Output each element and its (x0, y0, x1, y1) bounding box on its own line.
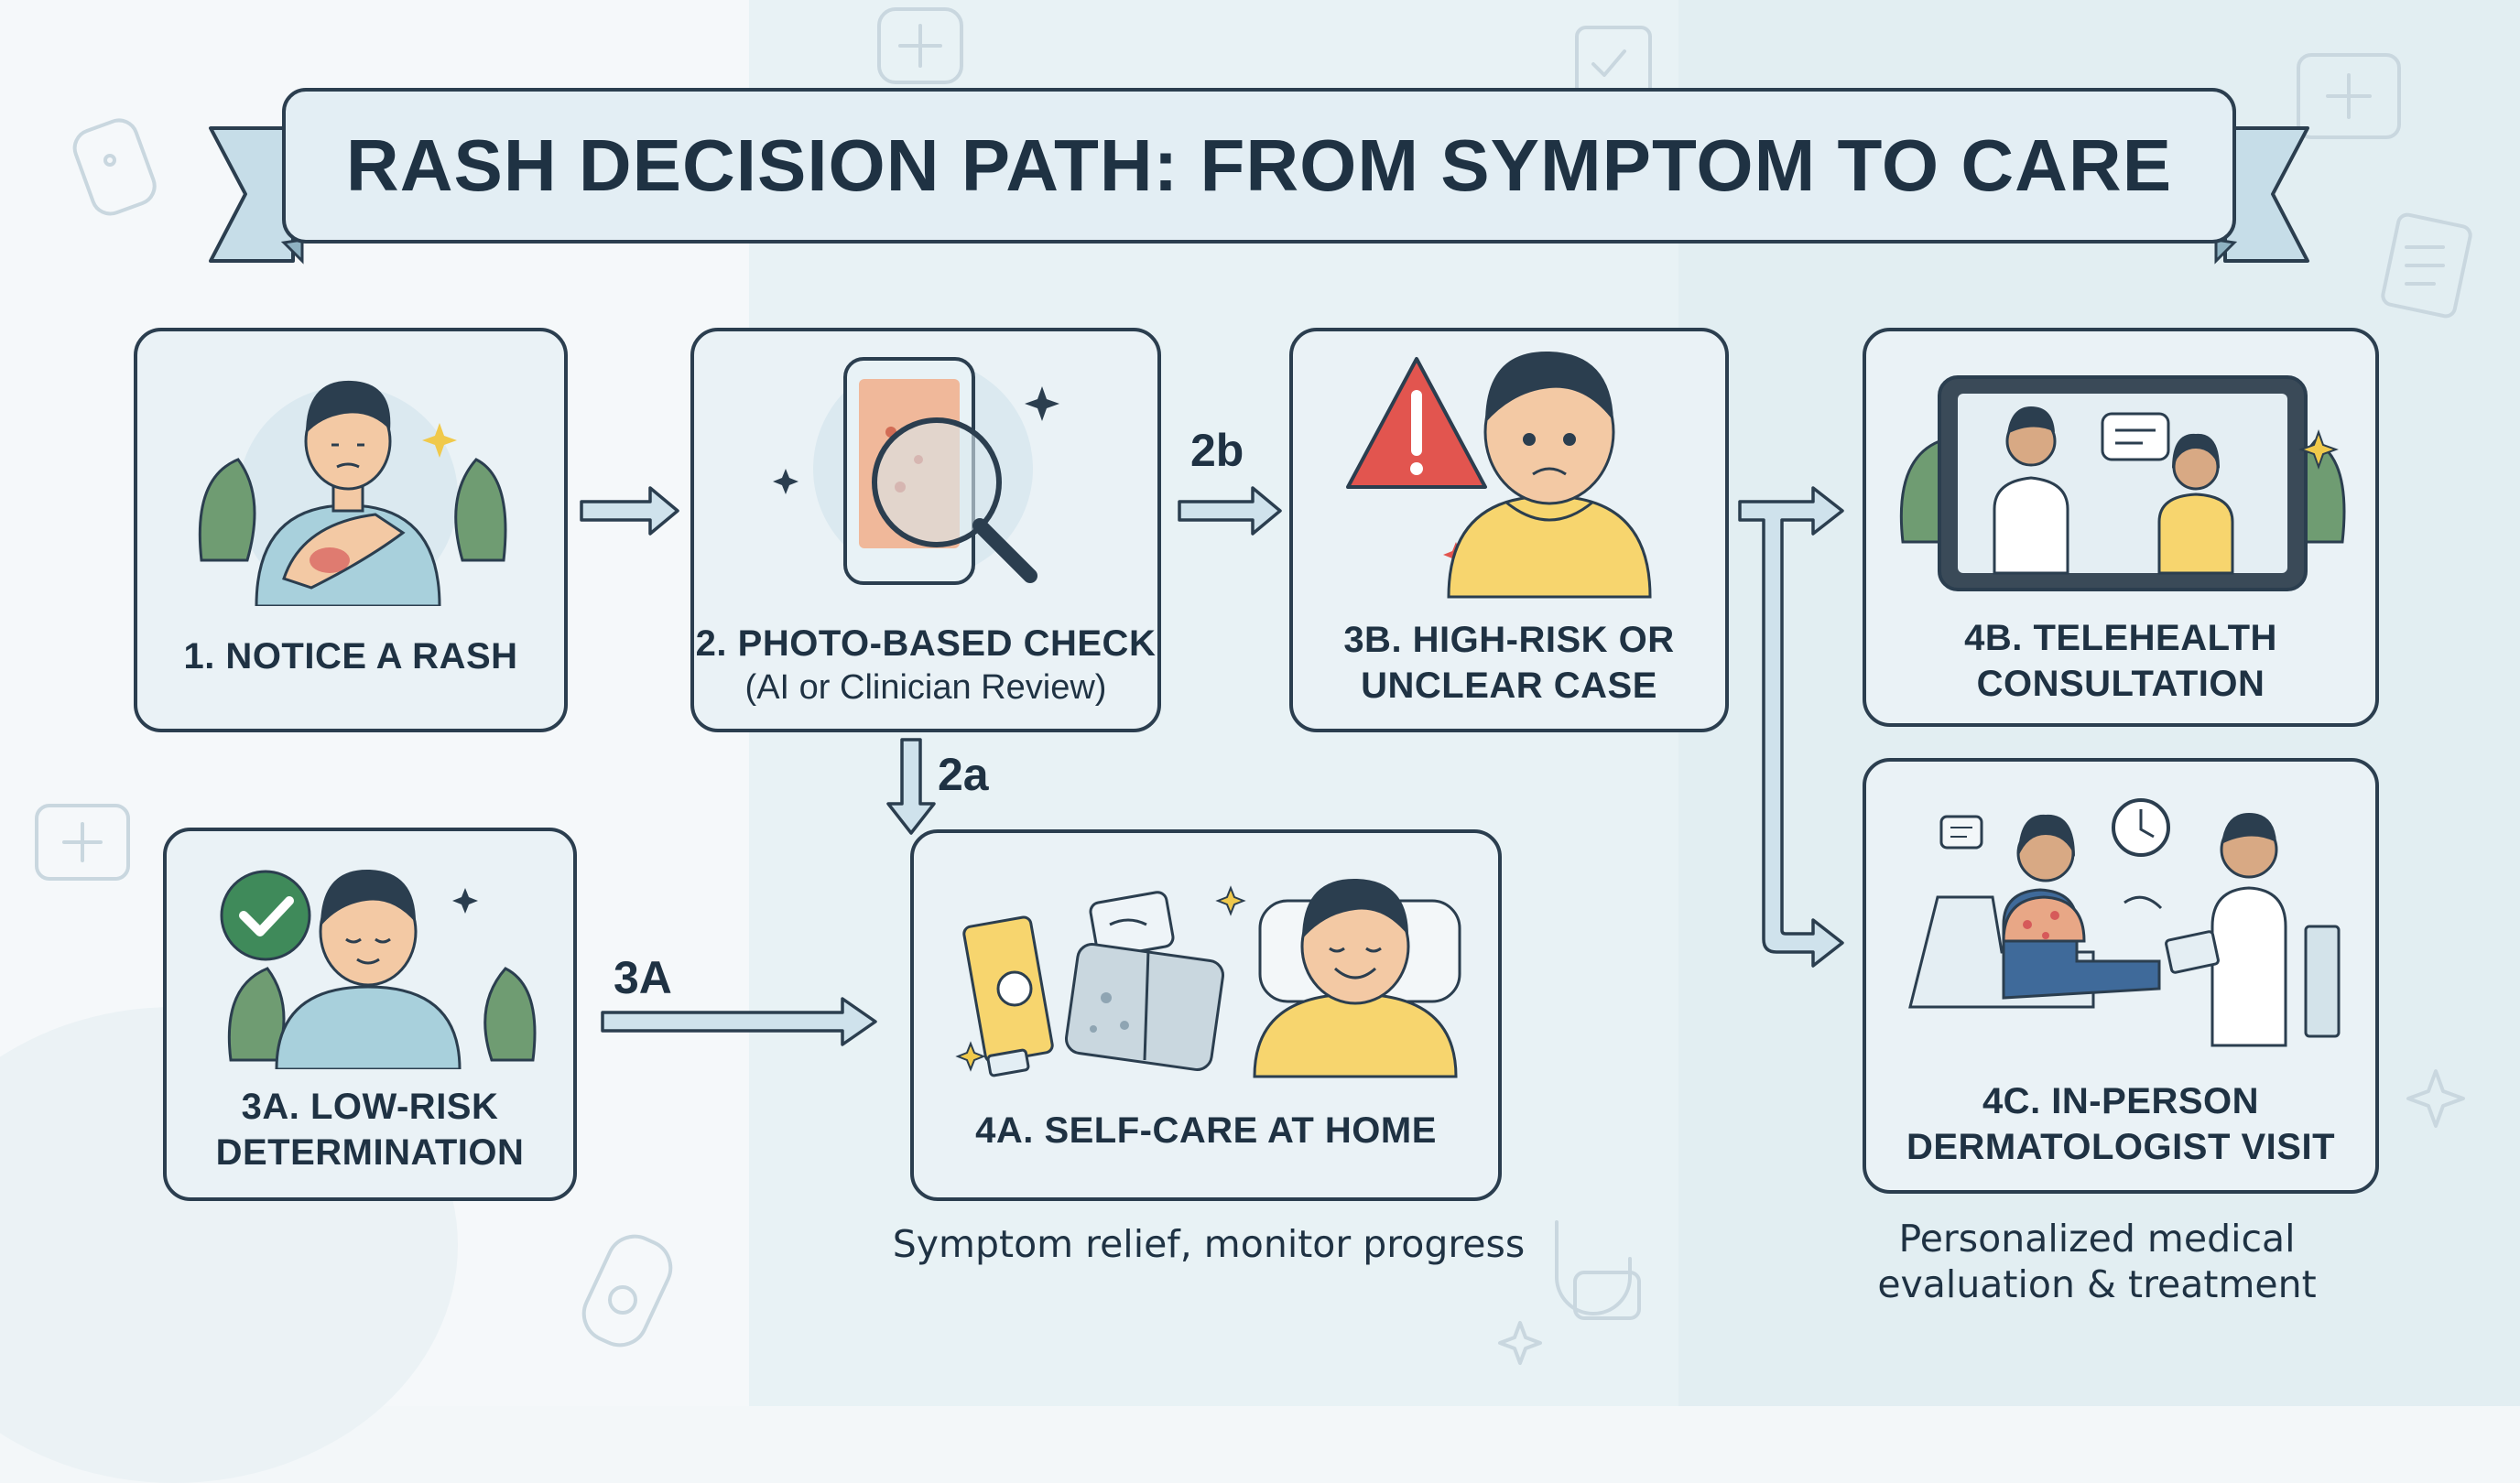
cream-tube-icon (962, 915, 1054, 1077)
arrow-3b-branch (1738, 486, 1844, 968)
page-title: RASH DECISION PATH: FROM SYMPTOM TO CARE (345, 124, 2173, 206)
step-label: 1. NOTICE A RASH (183, 636, 518, 677)
edge-label-2b: 2b (1190, 425, 1244, 476)
step-label-line2: CONSULTATION (1976, 664, 2265, 704)
step-label-line1: 4B. TELEHEALTH (1964, 618, 2277, 658)
step-label-line2: DERMATOLOGIST VISIT (1906, 1127, 2336, 1167)
bg-plus-icon (877, 7, 963, 84)
tablet-video-call-icon (1899, 375, 2346, 591)
bg-stethoscope-icon (1555, 1220, 1641, 1320)
bg-sparkle-icon (1498, 1069, 2465, 1365)
relaxed-face-icon (220, 869, 537, 1069)
step-card-notice-rash[interactable]: 1. NOTICE A RASH (134, 328, 568, 732)
arrow-3a-to-4a (601, 997, 877, 1046)
step-label-line1: 3A. LOW-RISK (241, 1087, 499, 1127)
step-card-photo-check[interactable]: 2. PHOTO-BASED CHECK (AI or Clinician Re… (690, 328, 1161, 732)
step-label: 4A. SELF-CARE AT HOME (975, 1110, 1437, 1151)
step-card-in-person[interactable]: 4C. IN-PERSON DERMATOLOGIST VISIT (1863, 758, 2379, 1194)
self-care-note: Symptom relief, monitor progress (892, 1222, 1526, 1266)
step-sublabel: (AI or Clinician Review) (744, 668, 1107, 707)
edge-label-2a: 2a (938, 749, 989, 800)
step-label-line1: 4C. IN-PERSON (1982, 1081, 2260, 1121)
step-label-line1: 3B. HIGH-RISK OR (1343, 620, 1675, 660)
sleeping-face-icon (955, 878, 1461, 1078)
step-label-line2: UNCLEAR CASE (1361, 666, 1657, 706)
arrow-2-to-3b (1178, 486, 1282, 536)
check-circle-icon (220, 870, 311, 961)
arrow-1-to-2 (580, 486, 679, 536)
bg-notepad-icon (2381, 212, 2472, 319)
connectors (580, 486, 1844, 1046)
doctor-exam-icon (1908, 798, 2341, 1047)
phone-magnifier-icon (773, 357, 1059, 585)
bg-medkit-icon-2 (35, 804, 130, 881)
bg-medkit-icon (2297, 53, 2401, 139)
bg-bandage-icon (72, 118, 157, 216)
step-card-self-care[interactable]: 4A. SELF-CARE AT HOME (910, 829, 1502, 1201)
in-person-note-line1: Personalized medical (1898, 1217, 2296, 1261)
step-card-high-risk[interactable]: 3B. HIGH-RISK OR UNCLEAR CASE (1289, 328, 1729, 732)
step-card-low-risk[interactable]: 3A. LOW-RISK DETERMINATION (163, 828, 577, 1201)
edge-label-3a: 3A (614, 952, 672, 1003)
bg-pill-icon (581, 1234, 673, 1348)
worried-face-icon (1346, 351, 1652, 599)
arrow-2-to-4a (886, 738, 936, 835)
in-person-note-line2: evaluation & treatment (1877, 1262, 2317, 1306)
background-decorations (35, 7, 2472, 1365)
rash-arm-icon (198, 380, 507, 606)
title-banner (209, 88, 2309, 265)
step-label-line2: DETERMINATION (215, 1132, 525, 1173)
step-card-telehealth[interactable]: 4B. TELEHEALTH CONSULTATION (1863, 328, 2379, 727)
step-label: 2. PHOTO-BASED CHECK (695, 623, 1157, 664)
